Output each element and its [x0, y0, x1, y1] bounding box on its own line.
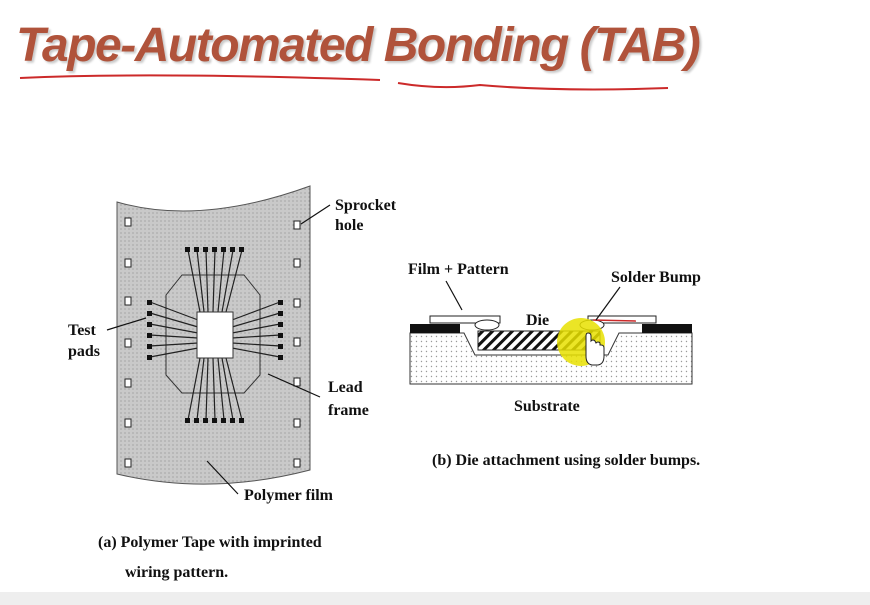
caption-b: (b) Die attachment using solder bumps.: [432, 452, 700, 469]
substrate-pad-left: [410, 324, 460, 333]
leads-bottom: [187, 357, 243, 421]
solder-pointer: [595, 286, 621, 321]
annotation-red-line: [592, 319, 637, 322]
leads-right: [231, 301, 281, 358]
polymer-pointer: [206, 460, 239, 495]
substrate-pad-right: [642, 324, 692, 333]
leads-left: [149, 301, 199, 358]
substrate-label: Substrate: [514, 398, 580, 415]
polymer-tape-figure: Sprocket hole Test pads Lead frame Polym…: [68, 185, 397, 581]
leads-top: [187, 249, 243, 313]
polymer-film-label: Polymer film: [244, 487, 334, 504]
lead-frame-pointer: [267, 373, 321, 398]
film-pattern-label: Film + Pattern: [408, 261, 509, 278]
caption-a-line2: wiring pattern.: [125, 564, 228, 581]
test-pads: [147, 247, 283, 423]
page-title: Tape-Automated Bonding (TAB): [16, 19, 701, 72]
die-label: Die: [526, 312, 549, 329]
sprocket-holes-left: [124, 217, 132, 468]
lead-frame-label-line1: Lead: [328, 379, 363, 396]
solder-bump-left: [474, 319, 500, 331]
caption-a-line1: (a) Polymer Tape with imprinted: [98, 534, 322, 551]
hand-cursor-icon: [585, 332, 605, 366]
die-attachment-figure: Film + Pattern Solder Bump Die Substrate…: [408, 261, 701, 469]
sprocket-pointer: [300, 204, 331, 225]
film-left: [429, 315, 501, 324]
lead-frame-label-line2: frame: [328, 402, 369, 419]
substrate: [409, 332, 693, 385]
bottom-strip: [0, 592, 870, 605]
sprocket-label-line2: hole: [335, 217, 363, 234]
film-pointer: [445, 280, 463, 311]
test-pads-pointer: [106, 317, 147, 331]
test-pads-label-line2: pads: [68, 343, 100, 360]
title-underline: [19, 74, 669, 91]
lead-frame: [165, 274, 261, 394]
test-pads-label-line1: Test: [68, 322, 97, 339]
solder-bump-label: Solder Bump: [611, 269, 701, 286]
die-window: [196, 311, 234, 359]
sprocket-holes-right: [293, 220, 301, 468]
sprocket-label-line1: Sprocket: [335, 197, 397, 214]
